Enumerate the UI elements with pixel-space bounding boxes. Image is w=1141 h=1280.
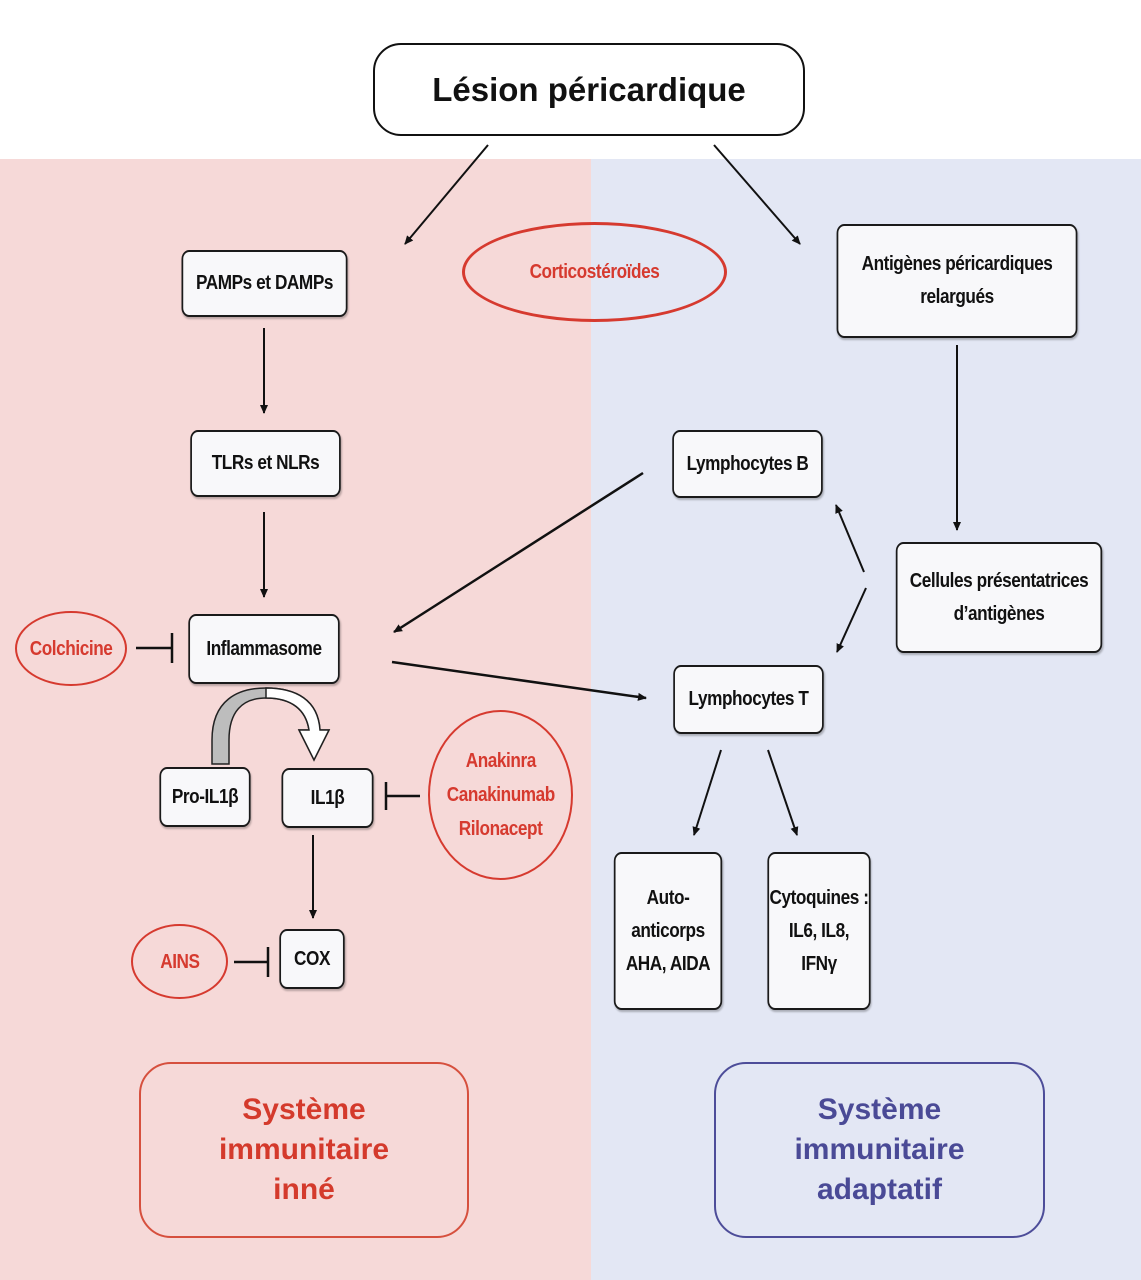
rilonacept-label: Rilonacept bbox=[458, 818, 543, 840]
node-cox: COX bbox=[279, 929, 345, 989]
node-apc: Cellules présentatrices d’antigènes bbox=[895, 542, 1103, 653]
drug-corticosteroids: Corticostéroïdes bbox=[462, 222, 727, 322]
cytokines-label-line3: IFNγ bbox=[801, 952, 837, 975]
canakinumab-label: Canakinumab bbox=[446, 784, 555, 806]
node-autoantibodies: Auto- anticorps AHA, AIDA bbox=[613, 852, 723, 1010]
autoab-label-line3: AHA, AIDA bbox=[625, 952, 711, 975]
node-cytokines: Cytoquines : IL6, IL8, IFNγ bbox=[767, 852, 871, 1010]
node-lymphocytes-b: Lymphocytes B bbox=[672, 430, 823, 498]
pericardial-injury-node: Lésion péricardique bbox=[373, 43, 805, 136]
pericardial-injury-label: Lésion péricardique bbox=[432, 70, 746, 108]
autoab-label-line2: anticorps bbox=[631, 919, 705, 942]
cox-label: COX bbox=[294, 947, 330, 970]
node-il1b: IL1β bbox=[281, 768, 374, 828]
autoab-label-line1: Auto- bbox=[646, 886, 690, 909]
pamps-label: PAMPs et DAMPs bbox=[195, 272, 334, 294]
antigens-label-line2: relargués bbox=[920, 286, 994, 308]
lymphocytes-t-label: Lymphocytes T bbox=[688, 688, 809, 710]
drug-colchicine: Colchicine bbox=[15, 611, 127, 686]
drug-il1-inhibitors: Anakinra Canakinumab Rilonacept bbox=[428, 710, 573, 880]
inflammasome-label: Inflammasome bbox=[206, 637, 322, 660]
adaptive-label-line3: adaptatif bbox=[816, 1173, 942, 1206]
cytokines-label-line1: Cytoquines : bbox=[769, 886, 869, 909]
adaptive-label-line1: Système bbox=[817, 1093, 942, 1126]
il1b-label: IL1β bbox=[310, 786, 345, 809]
anakinra-label: Anakinra bbox=[465, 750, 536, 772]
innate-system-label-box: Système immunitaire inné bbox=[139, 1062, 469, 1238]
lymphocytes-b-label: Lymphocytes B bbox=[686, 452, 809, 475]
pro-il1b-label: Pro-IL1β bbox=[171, 785, 239, 808]
tlrs-label: TLRs et NLRs bbox=[211, 452, 320, 474]
cytokines-label-line2: IL6, IL8, bbox=[788, 919, 850, 942]
colchicine-label: Colchicine bbox=[29, 637, 113, 660]
ains-label: AINS bbox=[159, 950, 200, 973]
node-pro-il1b: Pro-IL1β bbox=[159, 767, 251, 827]
antigens-label-line1: Antigènes péricardiques bbox=[861, 253, 1053, 275]
corticosteroids-label: Corticostéroïdes bbox=[529, 261, 660, 283]
adaptive-system-label-box: Système immunitaire adaptatif bbox=[714, 1062, 1045, 1238]
node-lymphocytes-t: Lymphocytes T bbox=[673, 665, 824, 734]
innate-label-line1: Système bbox=[242, 1093, 366, 1126]
innate-label-line2: immunitaire bbox=[218, 1133, 390, 1166]
node-inflammasome: Inflammasome bbox=[188, 614, 340, 684]
drug-ains: AINS bbox=[131, 924, 228, 999]
apc-label-line1: Cellules présentatrices bbox=[909, 569, 1089, 592]
node-pamps-damps: PAMPs et DAMPs bbox=[181, 250, 348, 317]
node-antigens: Antigènes péricardiques relargués bbox=[836, 224, 1078, 338]
node-tlrs-nlrs: TLRs et NLRs bbox=[190, 430, 341, 497]
apc-label-line2: d’antigènes bbox=[953, 602, 1045, 625]
innate-label-line3: inné bbox=[273, 1173, 335, 1206]
adaptive-label-line2: immunitaire bbox=[794, 1133, 965, 1166]
